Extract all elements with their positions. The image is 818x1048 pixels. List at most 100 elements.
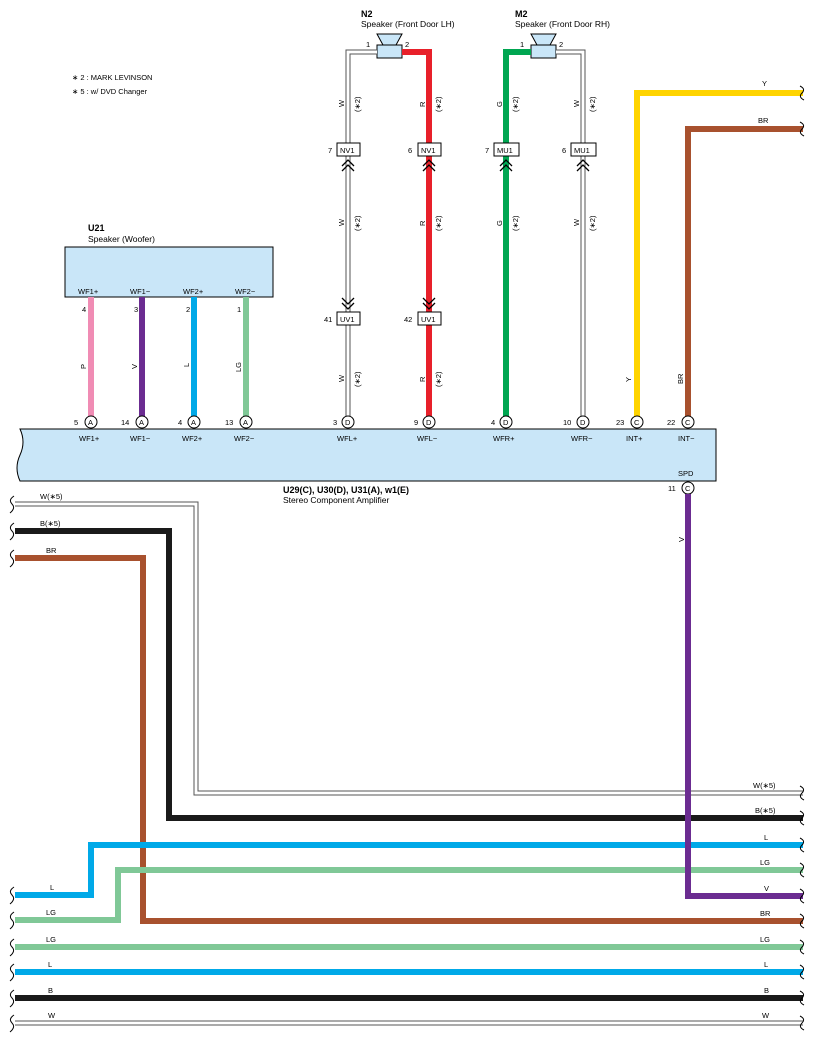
svg-text:D: D [580, 418, 586, 427]
svg-text:4: 4 [178, 418, 182, 427]
svg-text:5: 5 [74, 418, 78, 427]
svg-text:(∗2): (∗2) [511, 96, 520, 112]
svg-text:(∗2): (∗2) [434, 96, 443, 112]
svg-text:3: 3 [134, 305, 138, 314]
wire-g-front-rh [503, 49, 531, 422]
note-mark-levinson: ∗ 2 : MARK LEVINSON [72, 73, 152, 82]
svg-text:4: 4 [491, 418, 495, 427]
left-break-icons [9, 495, 15, 1033]
svg-text:LG: LG [234, 362, 243, 372]
speaker-m2-pin1: 1 [520, 40, 524, 49]
svg-text:(∗2): (∗2) [588, 96, 597, 112]
svg-text:A: A [243, 418, 248, 427]
svg-text:C: C [685, 418, 691, 427]
svg-text:W: W [337, 218, 346, 226]
label-y-top: Y [762, 79, 767, 88]
svg-text:INT−: INT− [678, 434, 695, 443]
svg-text:B(∗5): B(∗5) [755, 806, 776, 815]
speaker-n2-id: N2 [361, 9, 373, 19]
svg-text:W: W [762, 1011, 770, 1020]
svg-text:WFR−: WFR− [571, 434, 593, 443]
svg-text:R: R [418, 101, 427, 107]
wire-w-front-rh [556, 49, 586, 422]
label-br-top: BR [758, 116, 769, 125]
svg-text:13: 13 [225, 418, 233, 427]
speaker-n2-name: Speaker (Front Door LH) [361, 19, 455, 29]
svg-text:B(∗5): B(∗5) [40, 519, 61, 528]
wire-br-bottom [15, 555, 803, 924]
svg-text:LG: LG [46, 908, 56, 917]
svg-text:LG: LG [46, 935, 56, 944]
svg-text:42: 42 [404, 315, 412, 324]
svg-text:U21: U21 [88, 223, 105, 233]
break-icon [799, 121, 805, 137]
connector-uv1: UV1 41 UV1 42 [324, 311, 442, 326]
speaker-m2-cone-icon [530, 33, 557, 46]
svg-text:2: 2 [186, 305, 190, 314]
svg-text:L: L [764, 833, 768, 842]
svg-text:WFL−: WFL− [417, 434, 438, 443]
svg-text:D: D [426, 418, 432, 427]
svg-text:UV1: UV1 [421, 315, 436, 324]
svg-text:WF1+: WF1+ [79, 434, 100, 443]
svg-text:U29(C), U30(D), U31(A), w1(E): U29(C), U30(D), U31(A), w1(E) [283, 485, 409, 495]
speaker-m2-name: Speaker (Front Door RH) [515, 19, 610, 29]
svg-text:6: 6 [562, 146, 566, 155]
svg-text:(∗2): (∗2) [353, 215, 362, 231]
right-break-icons [799, 785, 805, 1031]
svg-text:WF1+: WF1+ [78, 287, 99, 296]
svg-text:G: G [495, 101, 504, 107]
svg-text:W: W [572, 99, 581, 107]
svg-text:Stereo Component Amplifier: Stereo Component Amplifier [283, 495, 389, 505]
speaker-m2-id: M2 [515, 9, 528, 19]
speaker-front-door-rh: M2 Speaker (Front Door RH) 1 2 [515, 9, 610, 59]
speaker-n2-cone-icon [376, 33, 403, 46]
speaker-n2-pin1: 1 [366, 40, 370, 49]
door-wire-labels: W (∗2) R (∗2) G (∗2) W (∗2) W (∗2) R (∗2… [337, 96, 597, 387]
svg-text:(∗2): (∗2) [353, 96, 362, 112]
svg-text:WFR+: WFR+ [493, 434, 515, 443]
svg-text:R: R [418, 376, 427, 382]
svg-text:L: L [48, 960, 52, 969]
svg-text:(∗2): (∗2) [511, 215, 520, 231]
svg-text:W: W [337, 99, 346, 107]
svg-text:7: 7 [485, 146, 489, 155]
svg-text:10: 10 [563, 418, 571, 427]
wire-r-front-lh [402, 49, 432, 422]
note-dvd-changer: ∗ 5 : w/ DVD Changer [72, 87, 148, 96]
wire-br-int [685, 126, 803, 422]
svg-text:LG: LG [760, 935, 770, 944]
svg-text:INT+: INT+ [626, 434, 643, 443]
svg-text:G: G [495, 220, 504, 226]
svg-text:22: 22 [667, 418, 675, 427]
wire-w-front-lh [345, 49, 377, 422]
woofer-wire-labels: P V L LG [79, 362, 243, 372]
svg-text:W: W [48, 1011, 56, 1020]
svg-text:7: 7 [328, 146, 332, 155]
svg-text:WF2−: WF2− [234, 434, 255, 443]
svg-text:MU1: MU1 [497, 146, 513, 155]
svg-text:L: L [764, 960, 768, 969]
lower-right-wire-labels: W(∗5) B(∗5) L LG V BR LG L B W [753, 781, 776, 1020]
svg-text:(∗2): (∗2) [588, 215, 597, 231]
svg-text:UV1: UV1 [340, 315, 355, 324]
svg-text:W(∗5): W(∗5) [40, 492, 63, 501]
svg-text:41: 41 [324, 315, 332, 324]
svg-text:C: C [685, 484, 691, 493]
svg-text:WF1−: WF1− [130, 287, 151, 296]
svg-text:(∗2): (∗2) [434, 215, 443, 231]
svg-text:D: D [503, 418, 509, 427]
svg-text:(∗2): (∗2) [434, 371, 443, 387]
svg-text:BR: BR [760, 909, 771, 918]
svg-text:W: W [572, 218, 581, 226]
wire-lg-bottom-upper [15, 867, 803, 923]
wire-y-int [634, 90, 803, 422]
connector-chevron-icons [341, 159, 590, 310]
svg-text:6: 6 [408, 146, 412, 155]
svg-text:23: 23 [616, 418, 624, 427]
svg-text:L: L [182, 363, 191, 367]
wire-l-bottom-upper [15, 842, 803, 898]
svg-text:SPD: SPD [678, 469, 694, 478]
svg-text:R: R [418, 220, 427, 226]
svg-text:A: A [191, 418, 196, 427]
